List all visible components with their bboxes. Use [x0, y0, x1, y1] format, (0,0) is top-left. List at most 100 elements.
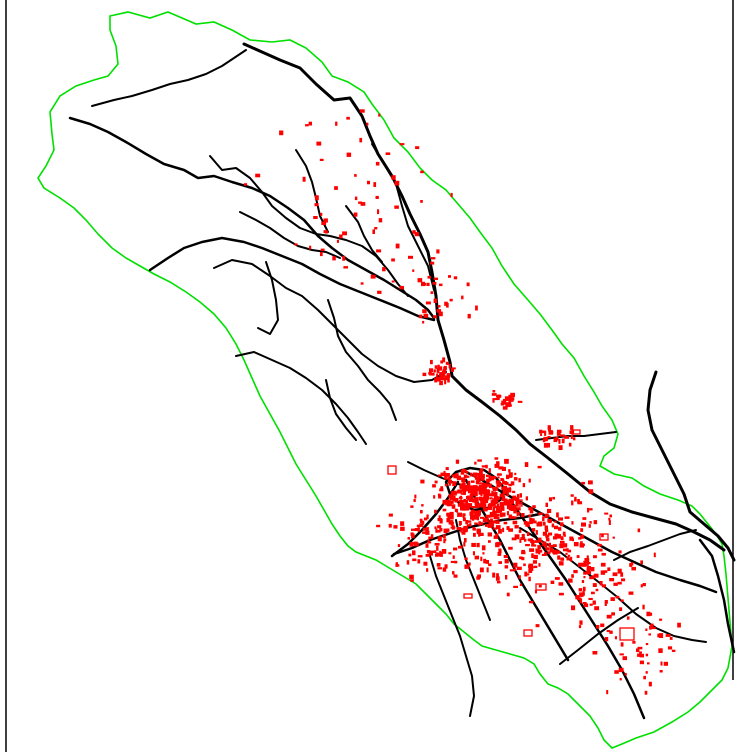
building	[430, 359, 433, 365]
building	[472, 490, 475, 494]
building	[445, 473, 450, 477]
building-outline	[619, 627, 635, 641]
building	[489, 518, 493, 522]
road-west-3[interactable]	[235, 351, 367, 445]
building	[611, 612, 615, 616]
building	[493, 535, 499, 539]
building	[589, 521, 592, 524]
building	[474, 522, 478, 525]
building	[339, 234, 343, 239]
building	[597, 548, 603, 552]
building	[320, 252, 323, 257]
river-7[interactable]	[327, 299, 397, 421]
river-4[interactable]	[345, 205, 383, 263]
river-5[interactable]	[371, 143, 435, 291]
river-east[interactable]	[646, 370, 736, 562]
building	[519, 556, 523, 560]
building	[374, 227, 378, 230]
building	[639, 660, 644, 665]
building	[393, 525, 398, 529]
river-1[interactable]	[209, 155, 409, 297]
building	[613, 582, 618, 586]
building	[514, 472, 517, 476]
building	[474, 555, 479, 560]
building	[619, 653, 624, 656]
building	[659, 618, 663, 621]
building	[444, 379, 447, 385]
building	[445, 528, 450, 532]
building	[483, 558, 487, 564]
river-2[interactable]	[239, 211, 341, 259]
building	[422, 282, 427, 286]
building	[564, 435, 570, 439]
building	[619, 678, 622, 681]
building	[471, 480, 475, 483]
building	[548, 542, 551, 547]
road-south-4[interactable]	[429, 555, 475, 717]
building	[588, 597, 593, 600]
road-far-east[interactable]	[613, 529, 697, 561]
building	[465, 520, 469, 525]
building	[592, 583, 597, 587]
building	[377, 290, 382, 294]
building	[519, 493, 522, 498]
building	[549, 430, 552, 433]
building	[579, 543, 585, 548]
building	[435, 552, 439, 556]
road-southeast-spur[interactable]	[559, 607, 639, 665]
building	[615, 595, 620, 599]
building	[545, 529, 549, 532]
building	[294, 243, 298, 246]
road-east-spur[interactable]	[535, 431, 617, 441]
building	[413, 541, 418, 547]
building	[492, 520, 495, 523]
building	[453, 276, 458, 280]
building	[436, 309, 442, 313]
building	[544, 525, 548, 531]
building	[455, 509, 459, 513]
building	[487, 532, 492, 537]
building	[643, 675, 646, 680]
building	[614, 670, 619, 674]
district-boundary[interactable]	[37, 11, 733, 749]
building	[549, 497, 552, 502]
building	[609, 630, 613, 634]
building	[434, 526, 437, 529]
road-main-north[interactable]	[242, 42, 726, 552]
building	[581, 522, 586, 527]
building	[514, 497, 520, 501]
building	[558, 582, 564, 586]
building	[520, 537, 526, 540]
road-south-3[interactable]	[455, 519, 491, 621]
building	[518, 478, 521, 483]
building	[410, 532, 414, 536]
building	[535, 548, 540, 554]
building	[512, 520, 518, 525]
building	[618, 550, 622, 554]
building	[430, 534, 434, 539]
river-3[interactable]	[295, 149, 329, 233]
road-north-branch-1[interactable]	[68, 116, 436, 320]
building	[378, 218, 383, 223]
building	[434, 365, 438, 369]
river-8[interactable]	[325, 379, 357, 441]
building	[448, 552, 452, 555]
building	[529, 548, 535, 552]
building	[564, 516, 570, 519]
road-west-1[interactable]	[148, 236, 436, 322]
building	[547, 551, 551, 555]
building	[584, 558, 590, 562]
building	[309, 245, 312, 250]
building	[442, 369, 446, 374]
road-west-2[interactable]	[213, 259, 447, 383]
building	[446, 518, 451, 523]
road-north-branch-2[interactable]	[91, 49, 247, 107]
building	[646, 611, 651, 617]
river-east-2[interactable]	[698, 538, 736, 654]
building	[443, 528, 448, 534]
building	[457, 512, 462, 517]
building	[537, 545, 541, 550]
river-6[interactable]	[257, 261, 279, 335]
